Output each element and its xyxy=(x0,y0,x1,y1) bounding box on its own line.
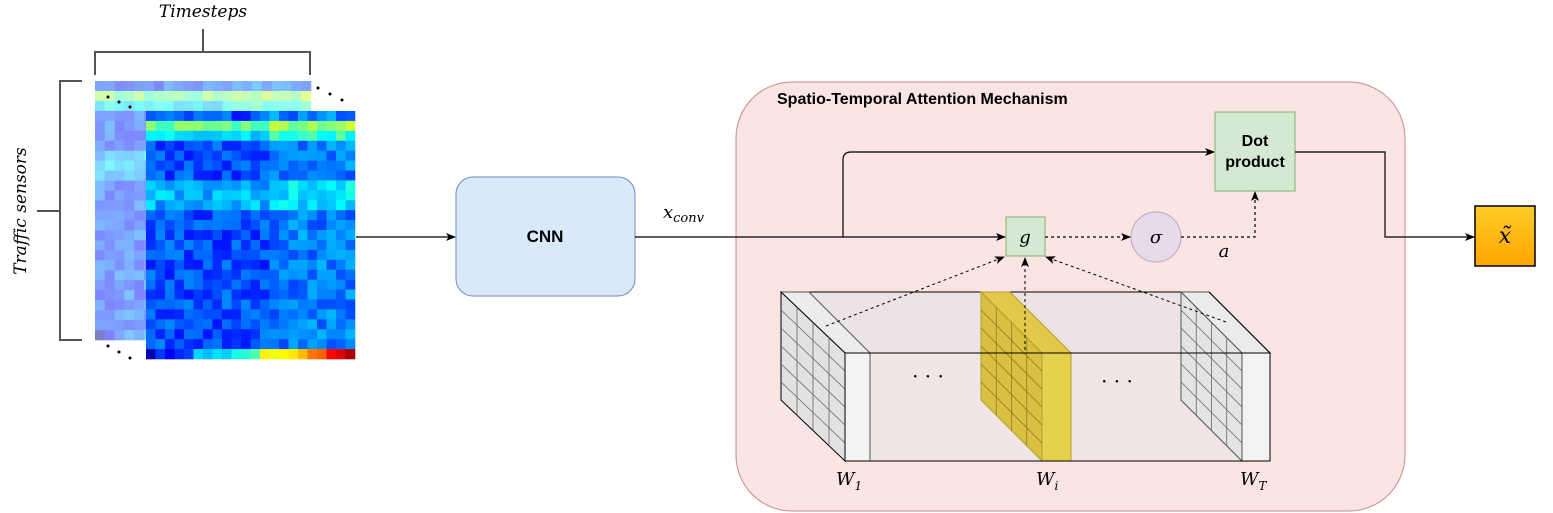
arrow-w1-to-g xyxy=(825,256,1005,327)
traffic-sensors-label: Traffic sensors xyxy=(11,147,31,275)
cnn-label: CNN xyxy=(527,227,564,246)
traffic-heatmap-front xyxy=(146,111,356,360)
traffic-sensors-bracket xyxy=(37,80,82,341)
feature-tensor xyxy=(779,290,1272,463)
g-block xyxy=(1005,216,1046,257)
ellipsis-left: · · · xyxy=(912,364,944,388)
arrow-to-dot-product xyxy=(842,148,1215,237)
arrow-dot-product-to-output xyxy=(1295,151,1475,241)
arrow-sigma-to-dot-product xyxy=(1181,191,1259,238)
wi-label: Wi xyxy=(1036,469,1059,493)
dot-product-block xyxy=(1214,111,1296,192)
wt-slice xyxy=(1179,290,1272,463)
attention-mechanism-title: Spatio-Temporal Attention Mechanism xyxy=(777,91,1068,108)
output-label: x̃ xyxy=(1499,224,1512,249)
stack-dots-top xyxy=(106,86,344,360)
timesteps-label: Timesteps xyxy=(159,2,247,22)
dot-product-label: Dot xyxy=(1242,133,1269,150)
sigma-label: σ xyxy=(1150,227,1163,248)
w1-slice xyxy=(779,290,872,463)
arrow-wt-to-g xyxy=(1045,256,1227,323)
x-conv-label: xconv xyxy=(663,202,705,226)
wi-slice xyxy=(979,290,1073,463)
w1-label: W1 xyxy=(836,469,862,493)
output-block xyxy=(1474,205,1536,267)
timesteps-bracket xyxy=(94,29,311,75)
dot-product-label-2: product xyxy=(1225,154,1285,171)
wt-label: WT xyxy=(1240,469,1268,493)
a-label: a xyxy=(1219,241,1230,262)
ellipsis-right: · · · xyxy=(1101,369,1133,393)
g-label: g xyxy=(1019,227,1031,248)
